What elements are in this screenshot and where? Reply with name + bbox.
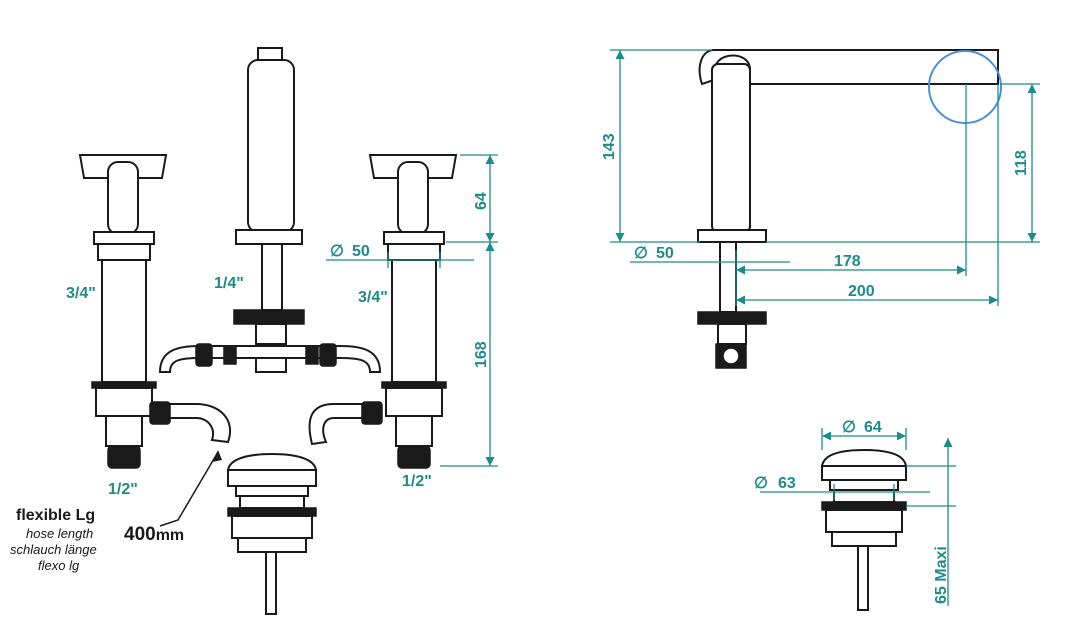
front-view [78, 47, 498, 615]
left-valve [78, 154, 168, 469]
label-dim-178: 178 [834, 253, 861, 270]
label-diameter-symbol-waste63: ∅ [754, 475, 768, 492]
hose-title: flexible Lg [16, 507, 95, 524]
hose-french: flexo lg [38, 558, 80, 573]
label-dim-118: 118 [1013, 150, 1030, 176]
dimension-labels: 3/4" 1/4" 3/4" 1/2" 1/2" 64 168 ∅ 50 143… [66, 133, 1030, 604]
spout-highlight-circle [928, 50, 1002, 124]
label-dim-64: 64 [473, 192, 490, 210]
label-dim-143: 143 [601, 133, 618, 160]
label-dim-dia64: 64 [864, 419, 882, 436]
hose-length-number: 400 [124, 524, 156, 545]
center-spout [233, 47, 305, 373]
label-dim-200: 200 [848, 283, 875, 300]
label-dim-168: 168 [473, 341, 490, 368]
right-hose [308, 403, 379, 446]
hose-length-unit: mm [156, 527, 184, 544]
hose-german: schlauch länge [10, 542, 97, 557]
hose-note: flexible Lg hose length schlauch länge f… [10, 507, 184, 573]
right-valve [368, 154, 458, 469]
side-dimensions [610, 49, 1040, 306]
hose-english: hose length [26, 526, 93, 541]
label-dim-dia50: 50 [352, 243, 370, 260]
label-thread-right: 3/4" [358, 289, 388, 306]
side-waste [820, 448, 908, 611]
label-thread-left-top: 3/4" [66, 285, 96, 302]
hose-length-value: 400mm [124, 524, 184, 545]
hose-leader [159, 451, 219, 527]
label-thread-center: 1/4" [214, 275, 244, 292]
left-hose [151, 403, 231, 444]
label-dim-dia63: 63 [778, 475, 796, 492]
label-diameter-symbol-waste64: ∅ [842, 419, 856, 436]
label-thread-right-bottom: 1/2" [402, 473, 432, 490]
front-dimensions [326, 154, 498, 467]
label-diameter-symbol-side: ∅ [634, 245, 648, 262]
connection-pipes [158, 343, 382, 373]
side-view [610, 49, 1040, 611]
label-dim-65-maxi: 65 Maxi [933, 546, 950, 604]
label-dim-dia50-side: 50 [656, 245, 674, 262]
label-diameter-symbol: ∅ [330, 243, 344, 260]
label-thread-left-bottom: 1/2" [108, 481, 138, 498]
waste-dimensions [760, 428, 956, 606]
front-waste [226, 452, 318, 615]
